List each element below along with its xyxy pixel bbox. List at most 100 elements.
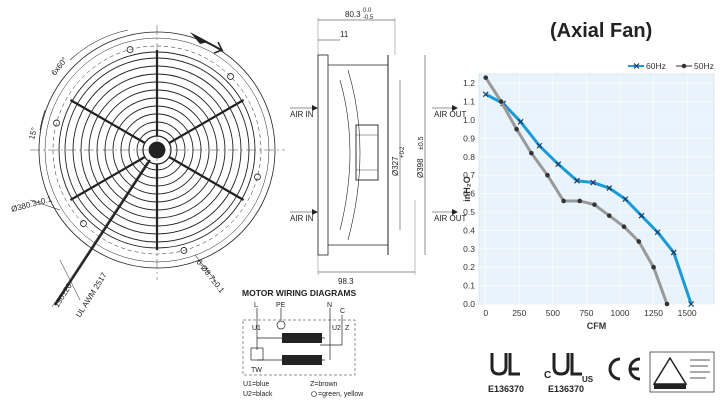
data-point [622, 196, 629, 203]
legend-label: 60Hz [646, 61, 666, 71]
data-point [536, 142, 543, 149]
guard-spoke [168, 156, 245, 201]
data-point [561, 198, 566, 204]
dim-width-top-tol-lower: -0.5 [363, 15, 374, 21]
y-tick-label: 0.5 [463, 207, 475, 217]
dim-flange: 11 [340, 30, 349, 39]
cul-prefix: C [544, 370, 551, 381]
rotation-arrowhead [190, 32, 208, 44]
legend-z: Z=brown [310, 381, 338, 388]
guard-spoke [69, 99, 146, 144]
x-tick-label: 500 [546, 308, 560, 318]
air-in-label-bottom: AIR IN [290, 214, 314, 223]
air-out-label-top: AIR OUT [434, 110, 467, 119]
terminal-Z: Z [345, 325, 350, 332]
winding-main [282, 333, 322, 343]
y-tick-label: 0.1 [463, 281, 475, 291]
terminal-L: L [254, 302, 258, 309]
mounting-hole [53, 119, 60, 127]
x-tick-label: 1000 [611, 308, 630, 318]
mounting-hole [80, 220, 87, 227]
data-point [664, 301, 670, 307]
data-point [514, 126, 519, 132]
x-axis-label: CFM [587, 321, 607, 331]
tuv-certification-icon [649, 351, 715, 393]
mounting-hole [227, 73, 234, 80]
data-point [654, 229, 661, 236]
x-tick-label: 1500 [678, 308, 697, 318]
data-point [606, 185, 613, 192]
dim-cable-length: 190±20 [52, 281, 74, 309]
data-point [529, 150, 534, 156]
ce-mark-icon [608, 357, 641, 381]
data-point [590, 179, 597, 186]
legend-marker [633, 63, 640, 69]
y-tick-label: 1.2 [463, 78, 475, 88]
side-view [290, 18, 452, 275]
front-view [29, 25, 285, 308]
data-point [483, 75, 489, 80]
data-point [517, 118, 524, 125]
cul-logo-icon [552, 353, 582, 376]
terminal-U2: U2 [332, 325, 341, 332]
terminal-PE: PE [276, 302, 286, 309]
dim-inner-diameter-tol: -2 [400, 146, 406, 152]
y-tick-label: 0.8 [463, 152, 475, 162]
dim-inner-diameter-tol-upper: +0 [400, 150, 406, 158]
data-point [688, 301, 695, 307]
performance-chart: 0.00.10.20.30.40.50.60.70.80.91.01.11.20… [462, 61, 715, 331]
legend-pe: =green, yellow [318, 391, 364, 398]
dim-angle-15: 15° [27, 126, 39, 140]
dim-outer-diameter: Ø398 [416, 158, 425, 178]
data-point [577, 198, 583, 204]
data-point [482, 91, 489, 98]
y-tick-label: 0.9 [463, 133, 475, 143]
data-point [592, 202, 597, 207]
data-point [555, 161, 562, 168]
y-tick-label: 0.0 [463, 299, 475, 309]
data-point [574, 177, 580, 184]
y-tick-label: 0.2 [463, 262, 475, 272]
certifications: E136370 C US E136370 [488, 351, 715, 394]
y-axis-label: inH₂O [462, 176, 472, 202]
dim-width-top: 80.3 [345, 10, 361, 19]
winding-aux [282, 355, 322, 365]
ul-number: E136370 [488, 384, 524, 394]
guard-spoke [69, 156, 146, 201]
y-tick-label: 0.6 [463, 189, 475, 199]
dim-width-top-tol-upper: 0.0 [363, 8, 372, 14]
cul-number: E136370 [548, 384, 584, 394]
x-tick-label: 250 [512, 308, 526, 318]
chart-title: (Axial Fan) [550, 20, 653, 42]
terminal-N: N [327, 302, 332, 309]
data-point [606, 213, 612, 218]
terminal-C: C [340, 308, 345, 315]
data-point [636, 239, 642, 244]
mounting-hole [180, 247, 188, 254]
legend-u1: U1=blue [243, 381, 269, 388]
x-tick-label: 0 [483, 308, 488, 318]
wiring-title: MOTOR WIRING DIAGRAMS [242, 288, 356, 298]
y-tick-label: 0.4 [463, 225, 475, 235]
data-point [638, 212, 645, 219]
dim-outer-diameter-tol: ±0.5 [418, 136, 425, 150]
y-tick-label: 0.7 [463, 170, 475, 180]
side-flange [317, 54, 329, 256]
x-tick-label: 750 [579, 308, 593, 318]
terminal-U1: U1 [252, 325, 261, 332]
air-in-label-top: AIR IN [290, 110, 314, 119]
data-point [670, 249, 677, 256]
guard-spoke [168, 99, 245, 144]
dim-mount-holes: 6-Ø8.7±0.1 [194, 258, 226, 295]
legend-u2: U2=black [243, 391, 273, 398]
dim-diameter: Ø380.3±0.1 [10, 194, 53, 214]
y-tick-label: 0.3 [463, 244, 475, 254]
air-out-label-bottom: AIR OUT [434, 214, 467, 223]
plot-area [478, 73, 715, 305]
mounting-hole [126, 46, 134, 53]
data-point [651, 264, 656, 270]
mounting-holes [53, 46, 261, 254]
data-point [621, 224, 627, 230]
data-point [545, 172, 550, 178]
